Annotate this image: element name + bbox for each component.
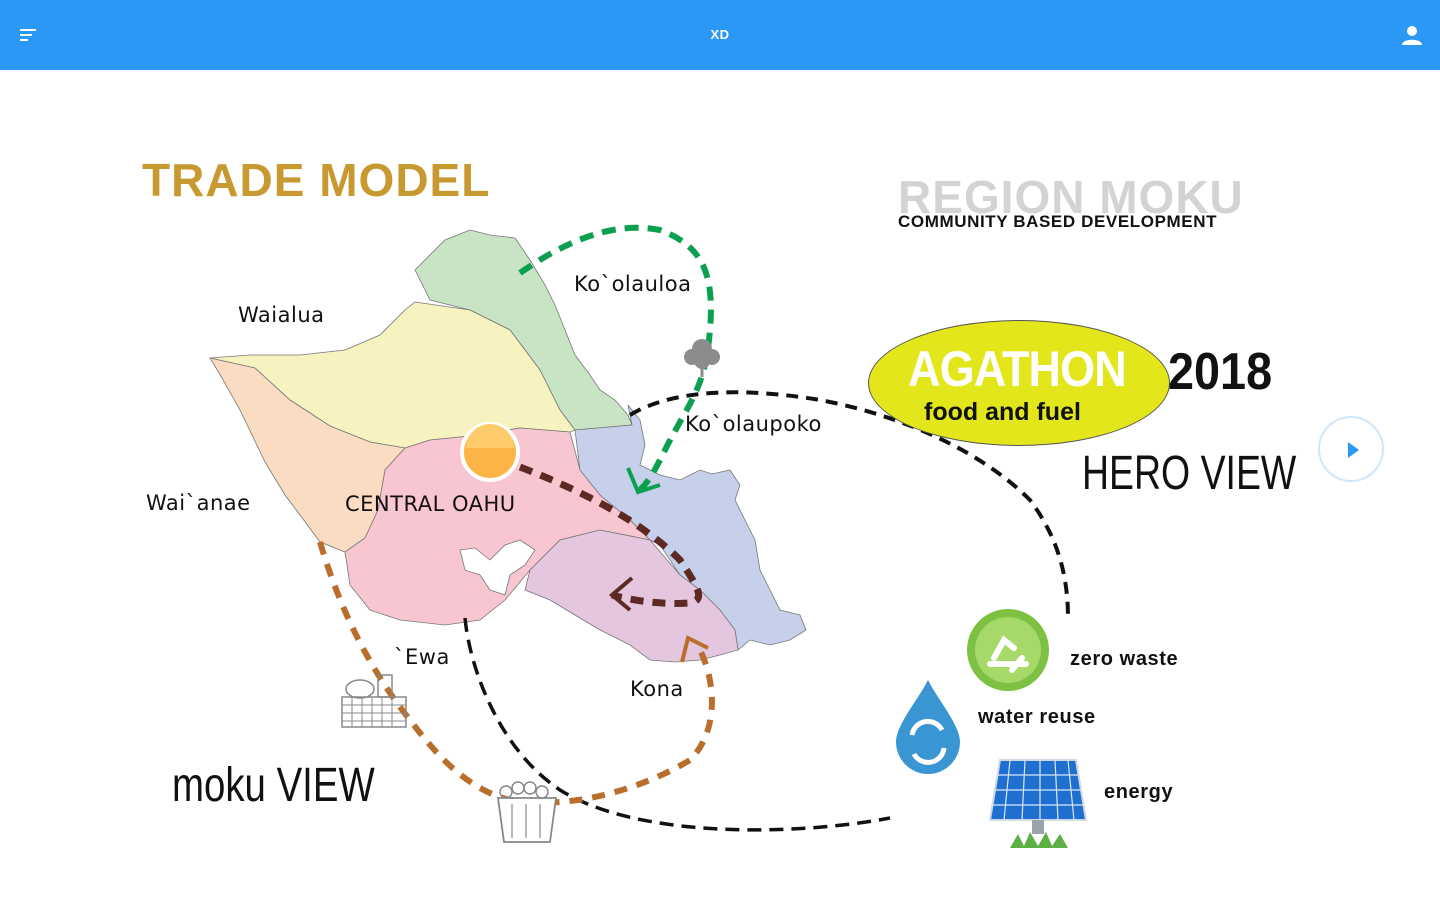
agathon-year: 2018 <box>1168 343 1273 401</box>
orange-arrowhead <box>680 635 709 663</box>
agathon-ellipse <box>868 320 1170 446</box>
legend-zero-waste: zero waste <box>1070 648 1179 670</box>
user-account-icon[interactable] <box>1398 22 1426 50</box>
black-trade-loop <box>628 390 1070 619</box>
label-kona: Kona <box>630 677 684 701</box>
solar-panel-icon <box>988 759 1088 848</box>
slide-canvas: TRADE MODEL REGION MOKU COMMUNITY BASED … <box>0 70 1440 900</box>
hamburger-menu-icon[interactable] <box>14 20 44 50</box>
brown-trade-path <box>518 463 703 607</box>
trade-model-title: TRADE MODEL <box>142 154 491 206</box>
label-waialua: Waialua <box>238 303 325 327</box>
region-subtitle: COMMUNITY BASED DEVELOPMENT <box>898 212 1218 231</box>
agathon-title: AGATHON <box>908 341 1127 397</box>
moku-view-label: moku VIEW <box>172 759 375 812</box>
bucket-icon <box>496 781 558 843</box>
label-koolaupoko: Ko`olaupoko <box>685 412 822 436</box>
recycle-icon <box>967 609 1049 691</box>
green-trade-path <box>518 224 714 493</box>
agathon-tagline: food and fuel <box>924 398 1081 426</box>
oahu-map <box>209 224 1088 848</box>
hero-view-label: HERO VIEW <box>1082 447 1297 500</box>
grocery-basket-icon <box>341 674 407 728</box>
play-icon <box>1348 442 1359 458</box>
label-waianae: Wai`anae <box>146 491 251 515</box>
legend-energy: energy <box>1104 781 1174 803</box>
label-ewa: `Ewa <box>394 645 450 669</box>
region-moku-title: REGION MOKU <box>898 171 1244 223</box>
black-lower-path <box>463 617 891 832</box>
top-app-bar: XD <box>0 0 1440 70</box>
play-button[interactable] <box>1318 416 1384 482</box>
app-title: XD <box>710 27 730 42</box>
tree-icon <box>684 339 720 377</box>
pearl-harbor <box>459 539 536 596</box>
legend-water-reuse: water reuse <box>978 706 1096 728</box>
label-koolauloa: Ko`olauloa <box>574 272 692 296</box>
label-central-oahu: CENTRAL OAHU <box>345 492 516 516</box>
brown-arrowhead <box>608 576 634 612</box>
water-drop-icon <box>896 680 960 774</box>
koolaupoko-region <box>574 404 807 651</box>
green-arrowhead <box>626 467 661 495</box>
